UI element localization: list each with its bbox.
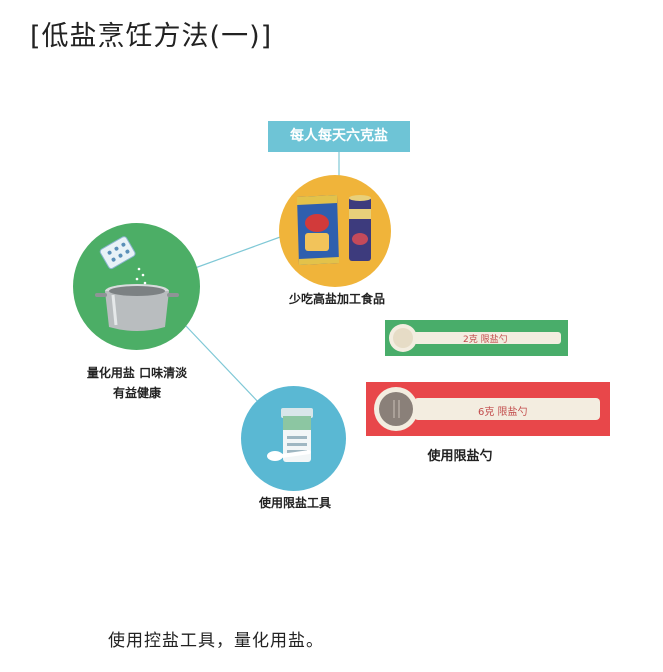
salt-tool-label: 使用限盐工具: [258, 496, 331, 510]
processed-food-label: 少吃高盐加工食品: [288, 292, 385, 306]
quantify-salt-circle: [73, 223, 200, 350]
connector-line-bottom: [185, 325, 263, 407]
connector-line-top: [194, 235, 284, 269]
two-gram-spoon-card: 2克 限盐勺: [385, 320, 568, 356]
small-spoon-icon: [389, 324, 561, 352]
snack-food-icon: [297, 195, 371, 265]
quantify-salt-label-line2: 有益健康: [112, 386, 161, 400]
processed-food-circle: [279, 175, 391, 287]
large-spoon-label: 6克 限盐勺: [478, 407, 528, 418]
large-spoon-icon: [374, 387, 600, 431]
salt-tool-circle: [241, 386, 346, 491]
page-title: [低盐烹饪方法(一)]: [30, 21, 273, 52]
small-spoon-label: 2克 限盐勺: [463, 335, 508, 345]
salt-pot-icon: [95, 236, 179, 331]
footer-caption: 使用控盐工具，量化用盐。: [108, 631, 324, 651]
salt-spoon-label: 使用限盐勺: [427, 449, 493, 464]
daily-salt-banner: 每人每天六克盐: [268, 121, 410, 152]
salt-container-icon: [267, 408, 313, 462]
six-gram-spoon-card: 6克 限盐勺: [366, 382, 610, 436]
quantify-salt-label-line1: 量化用盐 口味清淡: [86, 366, 188, 380]
